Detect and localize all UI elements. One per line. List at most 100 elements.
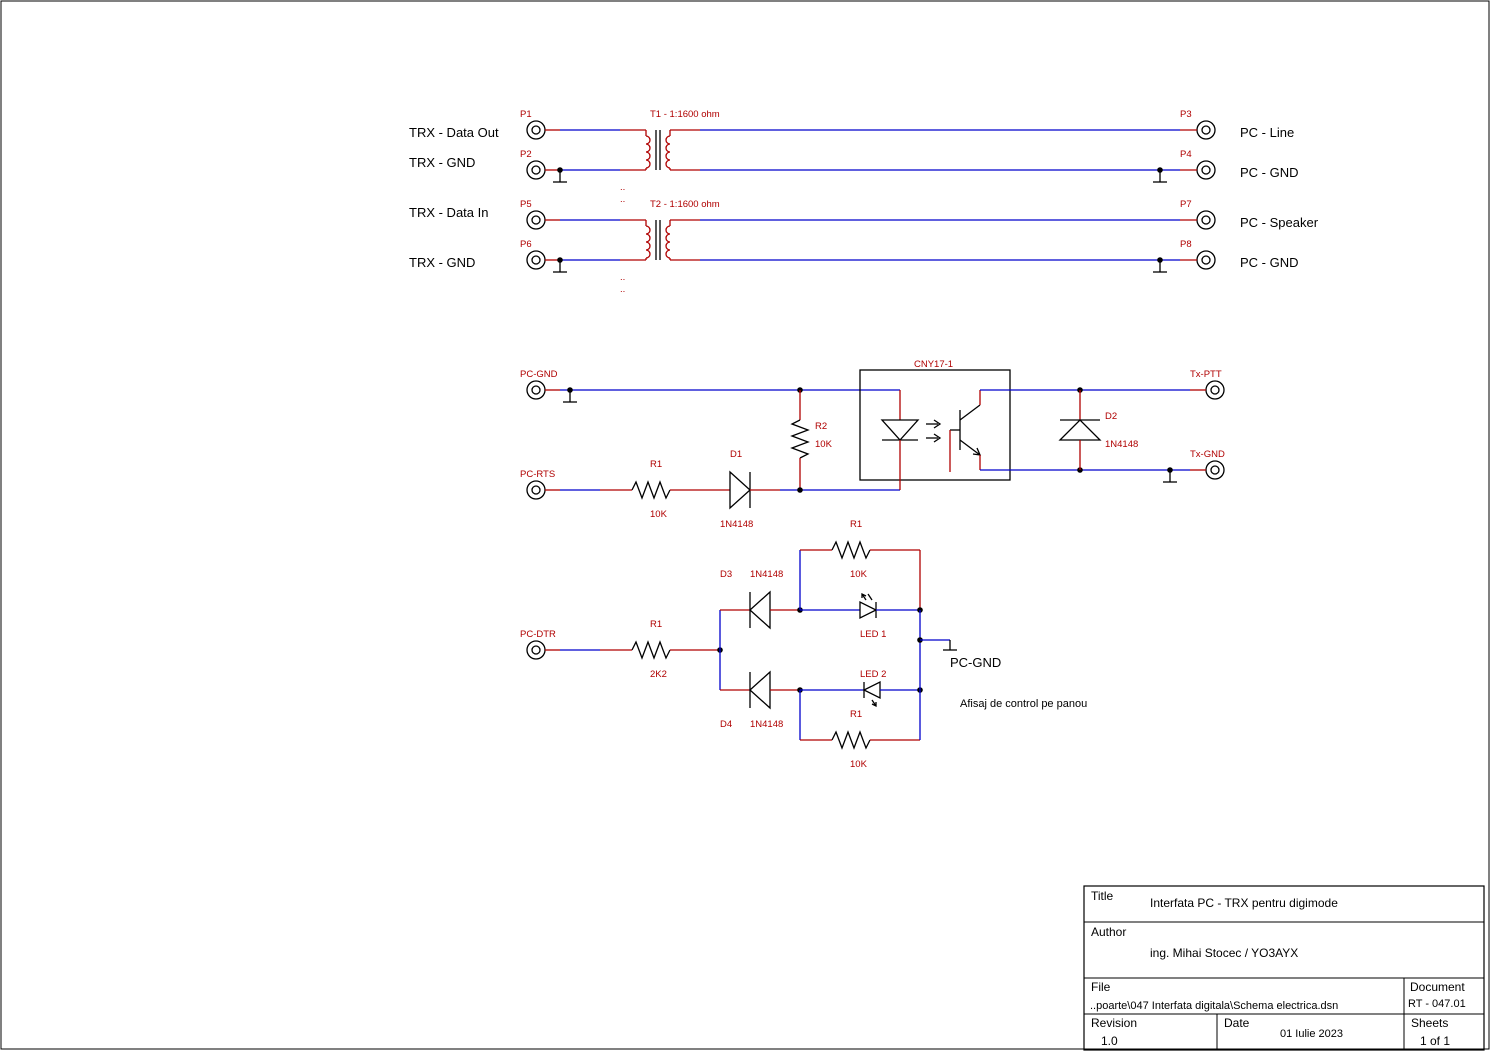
- p8-connector: [1196, 250, 1216, 270]
- title-label: Title: [1091, 889, 1114, 903]
- p5-connector: [526, 210, 546, 230]
- resistor-r1-top: [800, 540, 920, 560]
- pc-gnd-ref: PC-GND: [520, 369, 558, 380]
- audio-transformer-section: TRX - Data Out TRX - GND TRX - Data In T…: [409, 109, 1319, 295]
- tx-gnd-ref: Tx-GND: [1190, 449, 1225, 460]
- led1-ref: LED 1: [860, 629, 886, 640]
- r1-top-value: 10K: [850, 569, 868, 580]
- sheets-value: 1 of 1: [1420, 1034, 1450, 1048]
- date-value: 01 Iulie 2023: [1280, 1028, 1343, 1040]
- t2-label: T2 - 1:1600 ohm: [650, 199, 720, 210]
- p3-label: PC - Line: [1240, 125, 1294, 140]
- p5-label: TRX - Data In: [409, 205, 488, 220]
- pc-rts-ref: PC-RTS: [520, 469, 555, 480]
- diode-d4: [720, 670, 800, 710]
- pc-gnd-connector: [526, 380, 546, 400]
- p7-label: PC - Speaker: [1240, 215, 1319, 230]
- r1-dtr-value: 2K2: [650, 669, 667, 680]
- r1-dtr-ref: R1: [650, 619, 662, 630]
- d1-value: 1N4148: [720, 519, 753, 530]
- p1-connector: [526, 120, 546, 140]
- d3-value: 1N4148: [750, 569, 783, 580]
- p5-ref: P5: [520, 199, 532, 210]
- p2-connector: [526, 160, 546, 180]
- sheets-label: Sheets: [1411, 1016, 1448, 1030]
- resistor-r1-dtr: [600, 640, 720, 660]
- p7-connector: [1196, 210, 1216, 230]
- document-label: Document: [1410, 980, 1465, 994]
- p6-label: TRX - GND: [409, 255, 475, 270]
- led2-ref: LED 2: [860, 669, 886, 680]
- p7-ref: P7: [1180, 199, 1192, 210]
- p1-label: TRX - Data Out: [409, 125, 499, 140]
- p1-ref: P1: [520, 109, 532, 120]
- p3-ref: P3: [1180, 109, 1192, 120]
- d4-ref: D4: [720, 719, 732, 730]
- pc-gnd-label: PC-GND: [950, 655, 1001, 670]
- r2-value: 10K: [815, 439, 833, 450]
- ground-symbol: [1152, 171, 1168, 183]
- file-label: File: [1091, 980, 1111, 994]
- r1-bottom-ref: R1: [850, 709, 862, 720]
- d4-value: 1N4148: [750, 719, 783, 730]
- resistor-r2: [790, 390, 810, 490]
- p8-ref: P8: [1180, 239, 1192, 250]
- author-name: ing. Mihai Stocec / YO3AYX: [1150, 946, 1298, 960]
- tx-ptt-connector: [1205, 380, 1225, 400]
- panel-note: Afisaj de control pe panou: [960, 698, 1087, 710]
- svg-text:..: ..: [620, 194, 625, 205]
- diode-d1: [700, 470, 780, 510]
- ground-symbol: [1152, 261, 1168, 273]
- ground-symbol: [552, 171, 568, 183]
- file-path: ..poarte\047 Interfata digitala\Schema e…: [1090, 1000, 1338, 1012]
- ground-symbol: [562, 391, 578, 403]
- svg-text:..: ..: [620, 182, 625, 193]
- d1-ref: D1: [730, 449, 742, 460]
- author-label: Author: [1091, 925, 1126, 939]
- p2-ref: P2: [520, 149, 532, 160]
- document-number: RT - 047.01: [1408, 998, 1466, 1010]
- p4-connector: [1196, 160, 1216, 180]
- date-label: Date: [1224, 1016, 1250, 1030]
- p2-label: TRX - GND: [409, 155, 475, 170]
- p4-label: PC - GND: [1240, 165, 1299, 180]
- svg-text:..: ..: [620, 284, 625, 295]
- tx-gnd-connector: [1205, 460, 1225, 480]
- p6-connector: [526, 250, 546, 270]
- pc-rts-connector: [526, 480, 546, 500]
- r1-bottom-value: 10K: [850, 759, 868, 770]
- optocoupler-cny17: [859, 369, 1011, 490]
- p3-connector: [1196, 120, 1216, 140]
- diode-d3: [720, 590, 800, 630]
- title-block: Title Interfata PC - TRX pentru digimode…: [1083, 885, 1485, 1051]
- p8-label: PC - GND: [1240, 255, 1299, 270]
- t1-label: T1 - 1:1600 ohm: [650, 109, 720, 120]
- revision-label: Revision: [1091, 1016, 1137, 1030]
- d2-ref: D2: [1105, 411, 1117, 422]
- pc-dtr-connector: [526, 640, 546, 660]
- r1-rts-ref: R1: [650, 459, 662, 470]
- svg-text:..: ..: [620, 272, 625, 283]
- transformer-t2: [645, 220, 671, 260]
- drawing-title: Interfata PC - TRX pentru digimode: [1150, 896, 1338, 910]
- resistor-r1-rts: [600, 480, 700, 500]
- resistor-r1-bottom: [800, 730, 920, 750]
- dtr-led-section: PC-DTR R1 2K2 D3 1N4148 D4 1N414: [520, 519, 1087, 770]
- transformer-t1: [645, 130, 671, 170]
- diode-d2: [1058, 390, 1102, 470]
- pc-dtr-ref: PC-DTR: [520, 629, 556, 640]
- tx-ptt-ref: Tx-PTT: [1190, 369, 1222, 380]
- r2-ref: R2: [815, 421, 827, 432]
- revision-number: 1.0: [1101, 1034, 1118, 1048]
- ground-symbol: [552, 261, 568, 273]
- r1-rts-value: 10K: [650, 509, 668, 520]
- optocoupler-ref: CNY17-1: [914, 359, 953, 370]
- ptt-section: PC-GND PC-RTS Tx-PTT Tx-GND R2 10K R1 10…: [520, 359, 1225, 530]
- p6-ref: P6: [520, 239, 532, 250]
- ground-symbol: [1162, 471, 1178, 483]
- p4-ref: P4: [1180, 149, 1192, 160]
- led-1: [859, 592, 878, 620]
- d2-value: 1N4148: [1105, 439, 1138, 450]
